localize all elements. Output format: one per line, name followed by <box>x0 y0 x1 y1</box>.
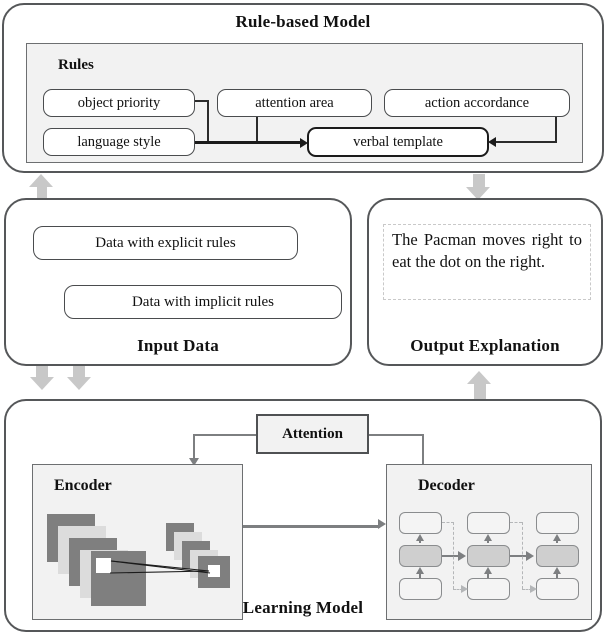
learning-model-title: Learning Model <box>242 598 364 617</box>
block-arrow-input-to-rules <box>28 174 56 204</box>
decoder-input-cell-1 <box>399 578 442 600</box>
decoder-hidden-cell-3 <box>536 545 579 567</box>
attention-box[interactable]: Attention <box>256 414 369 454</box>
connector-object-priority-top <box>194 100 209 102</box>
decoder-feedback-top-1 <box>442 522 454 523</box>
attention-right-horizontal <box>368 434 424 436</box>
input-item-explicit-label: Data with explicit rules <box>95 234 236 251</box>
decoder-recurrent-arrowhead-1 <box>458 551 466 561</box>
decoder-feedback-vertical-2 <box>522 522 523 589</box>
decoder-output-cell-2 <box>467 512 510 534</box>
rule-language-style-label: language style <box>77 133 161 150</box>
attention-left-vertical <box>193 434 195 459</box>
input-item-implicit[interactable]: Data with implicit rules <box>64 285 342 319</box>
rule-based-model-title: Rule-based Model <box>235 12 371 31</box>
learning-model-panel: Attention Encoder Decoder <box>4 399 602 632</box>
decoder-recurrent-line-1 <box>442 555 460 558</box>
decoder-col2-arrowhead-a <box>484 534 492 541</box>
decoder-recurrent-arrowhead-2 <box>526 551 534 561</box>
decoder-col3-up-line-b <box>556 570 558 578</box>
output-explanation-panel: The Pacman moves right to eat the dot on… <box>367 198 603 366</box>
attention-left-arrowhead <box>189 458 199 466</box>
decoder-output-cell-1 <box>399 512 442 534</box>
input-data-title: Input Data <box>137 336 219 355</box>
rules-panel-label: Rules <box>58 57 94 73</box>
rule-language-style[interactable]: language style <box>43 128 195 156</box>
input-item-explicit[interactable]: Data with explicit rules <box>33 226 298 260</box>
decoder-feedback-bottom-1 <box>453 589 463 590</box>
output-explanation-text: The Pacman moves right to eat the dot on… <box>392 230 582 271</box>
block-arrow-learning-to-output <box>466 371 494 401</box>
decoder-col1-up-line-b <box>419 570 421 578</box>
connector-main-bus <box>194 141 304 145</box>
decoder-input-cell-3 <box>536 578 579 600</box>
rule-action-accordance[interactable]: action accordance <box>384 89 570 117</box>
encoder-receptive-field-target <box>208 565 220 577</box>
decoder-col1-arrowhead-b <box>416 567 424 574</box>
encoder-to-decoder-arrowhead <box>378 519 386 529</box>
decoder-col3-arrowhead-b <box>553 567 561 574</box>
decoder-col1-arrowhead-a <box>416 534 424 541</box>
decoder-hidden-cell-1 <box>399 545 442 567</box>
decoder-col2-arrowhead-b <box>484 567 492 574</box>
decoder-feedback-arrowhead-1 <box>461 585 468 593</box>
block-arrow-rules-to-output <box>465 174 493 202</box>
encoder-label: Encoder <box>54 477 112 494</box>
rule-attention-area-label: attention area <box>255 94 334 111</box>
attention-left-horizontal <box>193 434 259 436</box>
rule-object-priority[interactable]: object priority <box>43 89 195 117</box>
attention-label: Attention <box>282 425 343 442</box>
decoder-hidden-cell-2 <box>467 545 510 567</box>
rule-verbal-template-label: verbal template <box>353 133 443 150</box>
rule-object-priority-label: object priority <box>77 94 161 111</box>
decoder-col3-arrowhead-a <box>553 534 561 541</box>
connector-object-priority-vertical <box>207 100 209 143</box>
decoder-feedback-vertical-1 <box>453 522 454 589</box>
decoder-label: Decoder <box>418 477 475 494</box>
decoder-recurrent-line-2 <box>510 555 528 558</box>
decoder-input-cell-2 <box>467 578 510 600</box>
encoder-projection-lines <box>109 560 211 574</box>
decoder-feedback-arrowhead-2 <box>530 585 537 593</box>
rule-attention-area[interactable]: attention area <box>217 89 372 117</box>
connector-attention-area-vertical <box>256 117 258 144</box>
connector-action-accordance-horizontal <box>496 141 557 143</box>
rule-action-accordance-label: action accordance <box>424 94 530 111</box>
attention-right-vertical <box>422 434 424 466</box>
decoder-output-cell-3 <box>536 512 579 534</box>
encoder-receptive-field-source <box>96 558 111 573</box>
decoder-feedback-bottom-2 <box>522 589 532 590</box>
encoder-to-decoder-line <box>243 525 380 528</box>
output-explanation-title: Output Explanation <box>410 336 560 355</box>
connector-action-accordance-vertical <box>555 117 557 143</box>
rule-based-model-panel: Rule-based Model Rules object priority l… <box>2 3 604 173</box>
output-explanation-textbox: The Pacman moves right to eat the dot on… <box>383 224 591 300</box>
arrowhead-to-verbal-template <box>300 137 308 148</box>
decoder-col2-up-line-b <box>487 570 489 578</box>
arrowhead-into-verbal-template-right <box>488 137 496 147</box>
decoder-feedback-top-2 <box>510 522 522 523</box>
rule-verbal-template[interactable]: verbal template <box>307 127 489 157</box>
input-data-panel: Data with explicit rules Data with impli… <box>4 198 352 366</box>
input-item-implicit-label: Data with implicit rules <box>131 293 275 310</box>
